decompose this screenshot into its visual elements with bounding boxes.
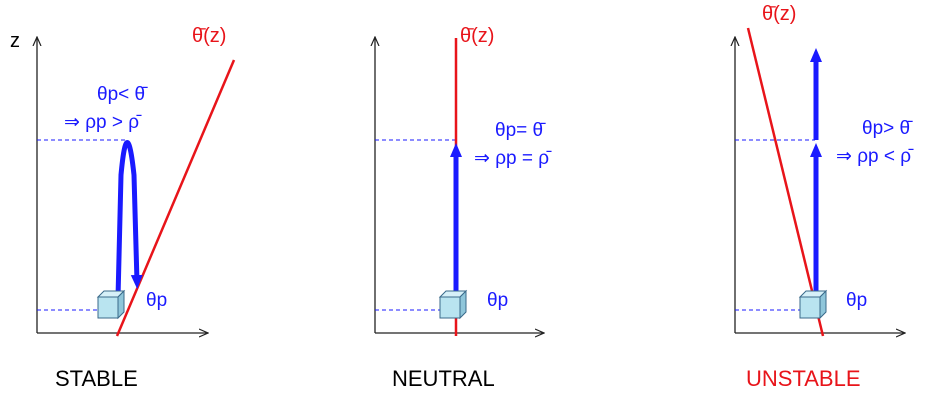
theta-env-label: θ̄(z) <box>460 25 494 47</box>
parcel-cube <box>798 289 828 320</box>
z-axis-label: z <box>10 30 20 52</box>
panel-title-neutral: NEUTRAL <box>392 366 495 391</box>
parcel-label: θp <box>846 290 867 311</box>
panel-unstable: θ̄(z) θp θp> θ̄ ⇒ ρp < ρ̄ <box>735 3 914 336</box>
panel-title-unstable: UNSTABLE <box>746 366 861 391</box>
theta-env-label: θ̄(z) <box>192 25 226 47</box>
theta-env-label: θ̄(z) <box>762 3 796 25</box>
parcel-label: θp <box>487 290 508 311</box>
parcel-label: θp <box>146 290 167 311</box>
environment-profile-line <box>746 27 825 337</box>
environment-profile-line <box>115 59 236 337</box>
relation-line-2: ⇒ ρp > ρ̄ <box>64 112 142 133</box>
parcel-loop-path <box>115 140 143 301</box>
relation-line-2: ⇒ ρp < ρ̄ <box>836 146 914 167</box>
panel-title-stable: STABLE <box>55 366 138 391</box>
relation-line-1: θp< θ̄ <box>97 84 148 105</box>
panel-stable: z θ̄(z) θp θp< θ̄ ⇒ ρp > ρ̄ <box>10 25 236 337</box>
parcel-cube <box>438 289 468 320</box>
relation-line-1: θp> θ̄ <box>862 118 913 139</box>
relation-line-1: θp= θ̄ <box>495 120 546 141</box>
parcel-cube <box>96 289 126 320</box>
relation-line-2: ⇒ ρp = ρ̄ <box>474 148 552 169</box>
panel-neutral: θ̄(z) θp θp= θ̄ ⇒ ρp = ρ̄ <box>375 25 552 336</box>
